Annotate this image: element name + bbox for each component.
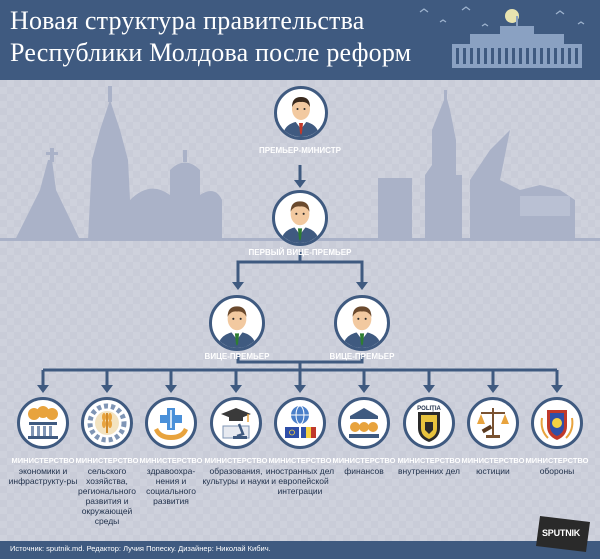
- deputy-1-portrait: [209, 295, 265, 351]
- skyline-left: [15, 86, 222, 240]
- wheat-gear-icon: [87, 403, 127, 443]
- deputy-2-portrait: [334, 295, 390, 351]
- ministry-8-name: юстиции: [476, 466, 510, 476]
- person-green-tie-icon: [218, 306, 256, 348]
- arrowheads: [37, 180, 563, 393]
- ministry-2-name: сельского хозяйства, регионального разви…: [78, 466, 136, 526]
- sputnik-logo-icon: [536, 516, 590, 552]
- ministry-5-name: иностранных дел и европейской интеграции: [265, 466, 335, 496]
- ministry-defense-circle: [531, 397, 583, 449]
- ministry-1-name: экономики и инфраструкту-ры: [8, 466, 78, 486]
- ministry-agriculture-circle: [81, 397, 133, 449]
- first-deputy-label: ПЕРВЫЙ ВИЦЕ-ПРЕМЬЕР: [248, 248, 352, 257]
- medical-hands-icon: [154, 408, 188, 440]
- ministry-4-title: МИНИСТЕРСТВО: [204, 456, 268, 465]
- moon-icon: [505, 9, 519, 23]
- police-badge-text: POLIŢIA: [417, 406, 441, 412]
- page-title-line1: Новая структура правительства: [10, 6, 365, 35]
- ministry-7-title: МИНИСТЕРСТВО: [397, 456, 461, 465]
- bank-coins-icon: [28, 406, 58, 439]
- org-connectors: [41, 165, 559, 385]
- ministry-interior-circle: POLIŢIA: [403, 397, 455, 449]
- deputy-1-label: ВИЦЕ-ПРЕМЬЕР: [204, 352, 270, 361]
- person-green-tie-icon: [343, 306, 381, 348]
- ministry-health-circle: [145, 397, 197, 449]
- ministry-economy-circle: [17, 397, 69, 449]
- ministry-8-title: МИНИСТЕРСТВО: [461, 456, 525, 465]
- ministry-1-title: МИНИСТЕРСТВО: [11, 456, 75, 465]
- birds-icon: [419, 6, 585, 27]
- ministry-finance-circle: [338, 397, 390, 449]
- footer-credits: Источник: sputnik.md. Редактор: Лучия По…: [10, 544, 271, 553]
- ministry-9-name: обороны: [539, 466, 575, 476]
- first-deputy-portrait: [272, 190, 328, 246]
- globe-flags-icon: [285, 405, 316, 438]
- ministry-9-title: МИНИСТЕРСТВО: [525, 456, 589, 465]
- army-emblem-icon: [540, 410, 574, 440]
- bank-building-icon: [349, 408, 379, 438]
- ministry-foreign-circle: [274, 397, 326, 449]
- ministry-6-title: МИНИСТЕРСТВО: [332, 456, 396, 465]
- deputy-2-label: ВИЦЕ-ПРЕМЬЕР: [329, 352, 395, 361]
- person-green-tie-icon: [281, 201, 319, 243]
- ministry-3-name: здравоохра-нения и социального развития: [146, 466, 196, 506]
- police-shield-icon: [418, 412, 440, 442]
- scales-gavel-icon: [477, 408, 509, 438]
- ministry-5-title: МИНИСТЕРСТВО: [268, 456, 332, 465]
- ministry-6-name: финансов: [344, 466, 384, 476]
- ministry-education-circle: [210, 397, 262, 449]
- skyline-right: [378, 90, 575, 240]
- person-red-tie-icon: [283, 97, 319, 137]
- prime-minister-portrait: [274, 86, 328, 140]
- prime-minister-label: ПРЕМЬЕР-МИНИСТР: [259, 146, 341, 155]
- ministry-7-name: внутренних дел: [398, 466, 460, 476]
- ministry-2-title: МИНИСТЕРСТВО: [75, 456, 139, 465]
- graduation-microscope-icon: [221, 408, 251, 439]
- ministry-3-title: МИНИСТЕРСТВО: [139, 456, 203, 465]
- brand-logo-text: SPUTNIK: [542, 528, 581, 538]
- footer-band: [0, 541, 600, 559]
- page-title-line2: Республики Молдова после реформ: [10, 38, 412, 67]
- ministry-justice-circle: [467, 397, 519, 449]
- ministry-4-name: образования, культуры и науки: [202, 466, 270, 486]
- parliament-building-icon: [452, 16, 582, 68]
